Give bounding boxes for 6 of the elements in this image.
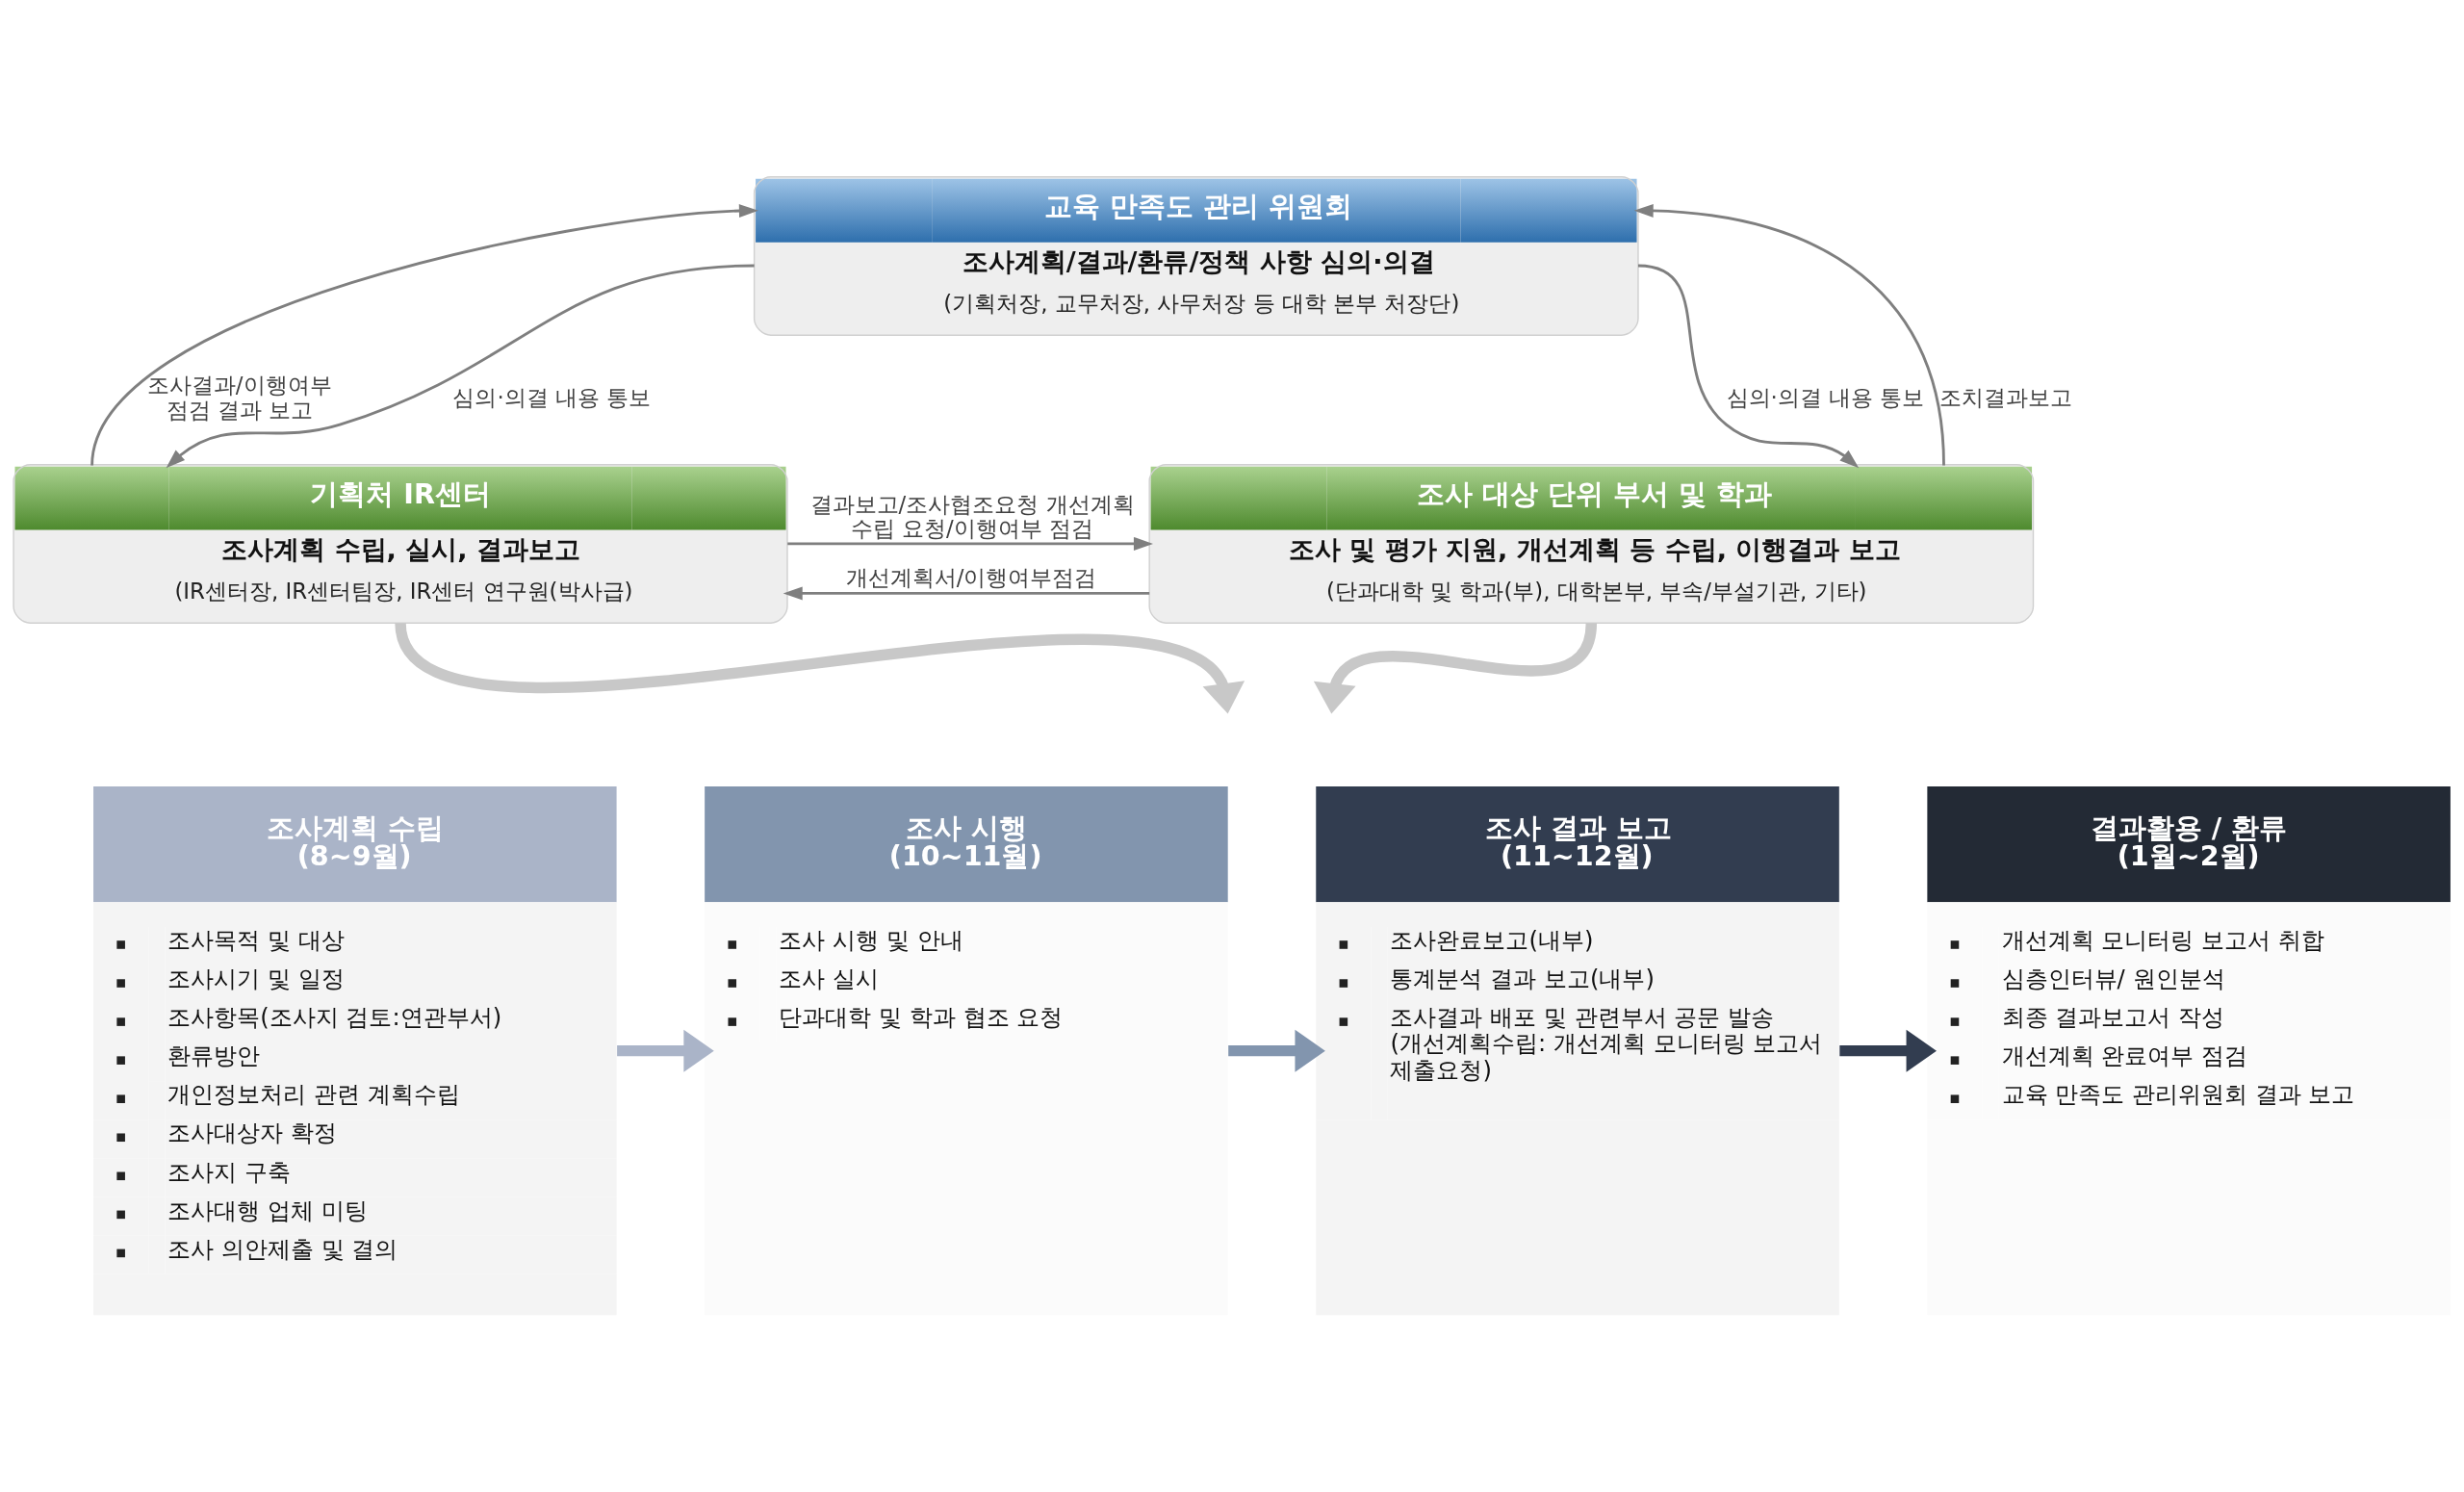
edge-label: 개선계획서/이행여부점검: [845, 564, 1097, 590]
edge-label: 심의·의결 내용 통보: [1726, 384, 1925, 410]
edge-label: 심의·의결 내용 통보: [452, 384, 652, 410]
edge-label: 조사결과/이행여부 점검 결과 보고: [146, 373, 332, 423]
edge-label: 결과보고/조사협조요청 개선계획 수립 요청/이행여부 점검: [809, 491, 1135, 542]
edge-label: 조치결과보고: [1939, 384, 2073, 410]
